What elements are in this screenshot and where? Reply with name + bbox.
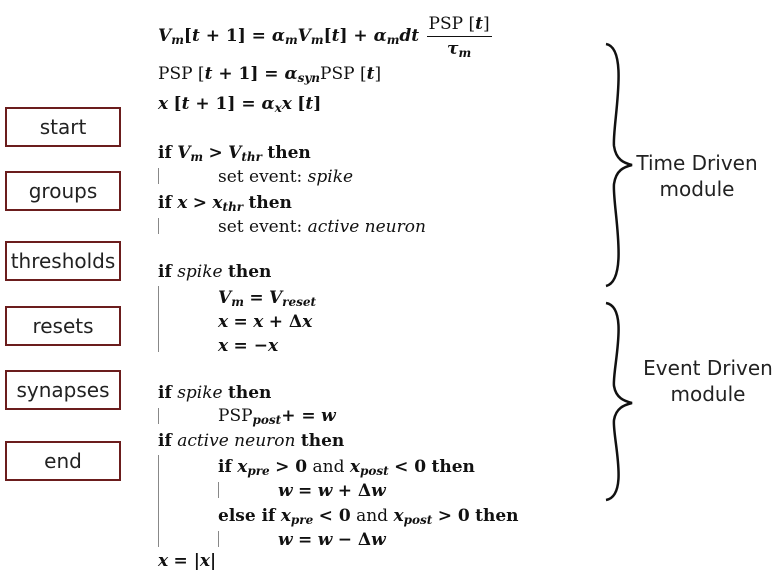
- if-active-neuron: if active neuron then: [158, 431, 345, 451]
- eq-psp-decay: PSP [t + 1] = αsynPSP [t]: [158, 64, 382, 85]
- eq-membrane-update: Vm[t + 1] = αmVm[t] + αmdt PSP [t]τm: [158, 14, 492, 60]
- set-event-spike: set event: spike: [218, 167, 354, 187]
- ltp-update: w = w + Δw: [278, 481, 386, 501]
- block-start: start: [5, 107, 121, 147]
- block-bar: [158, 455, 159, 547]
- block-bar: [158, 408, 159, 424]
- block-bar: [218, 531, 219, 547]
- block-synapses: synapses: [5, 370, 121, 410]
- block-end: end: [5, 441, 121, 481]
- time-driven-brace: [605, 42, 633, 288]
- set-event-active: set event: active neuron: [218, 217, 426, 237]
- ltd-update: w = w − Δw: [278, 530, 386, 550]
- eq-trace-decay: x [t + 1] = αxx [t]: [158, 94, 322, 115]
- if-active-threshold: if x > xthr then: [158, 193, 292, 214]
- block-bar: [158, 286, 159, 352]
- event-driven-brace: [605, 301, 633, 502]
- reset-x-increment: x = x + Δx: [218, 312, 313, 332]
- event-driven-label: Event Driven module: [643, 356, 773, 406]
- if-ltp-condition: if xpre > 0 and xpost < 0 then: [218, 457, 475, 478]
- block-thresholds: thresholds: [5, 241, 121, 281]
- if-threshold: if Vm > Vthr then: [158, 143, 311, 164]
- if-spike-reset: if spike then: [158, 262, 272, 282]
- reset-x-negate: x = −x: [218, 336, 279, 356]
- psp-post-update: PSPpost+ = w: [218, 406, 336, 427]
- block-groups: groups: [5, 171, 121, 211]
- reset-vm: Vm = Vreset: [218, 288, 317, 309]
- abs-x: x = |x|: [158, 551, 217, 571]
- block-resets: resets: [5, 306, 121, 346]
- block-bar: [158, 218, 159, 234]
- fraction: PSP [t]τm: [426, 14, 492, 60]
- time-driven-label: Time Driven module: [636, 151, 758, 201]
- block-bar: [158, 168, 159, 184]
- else-if-ltd-condition: else if xpre < 0 and xpost > 0 then: [218, 506, 519, 527]
- block-bar: [218, 482, 219, 498]
- if-spike-synapse: if spike then: [158, 383, 272, 403]
